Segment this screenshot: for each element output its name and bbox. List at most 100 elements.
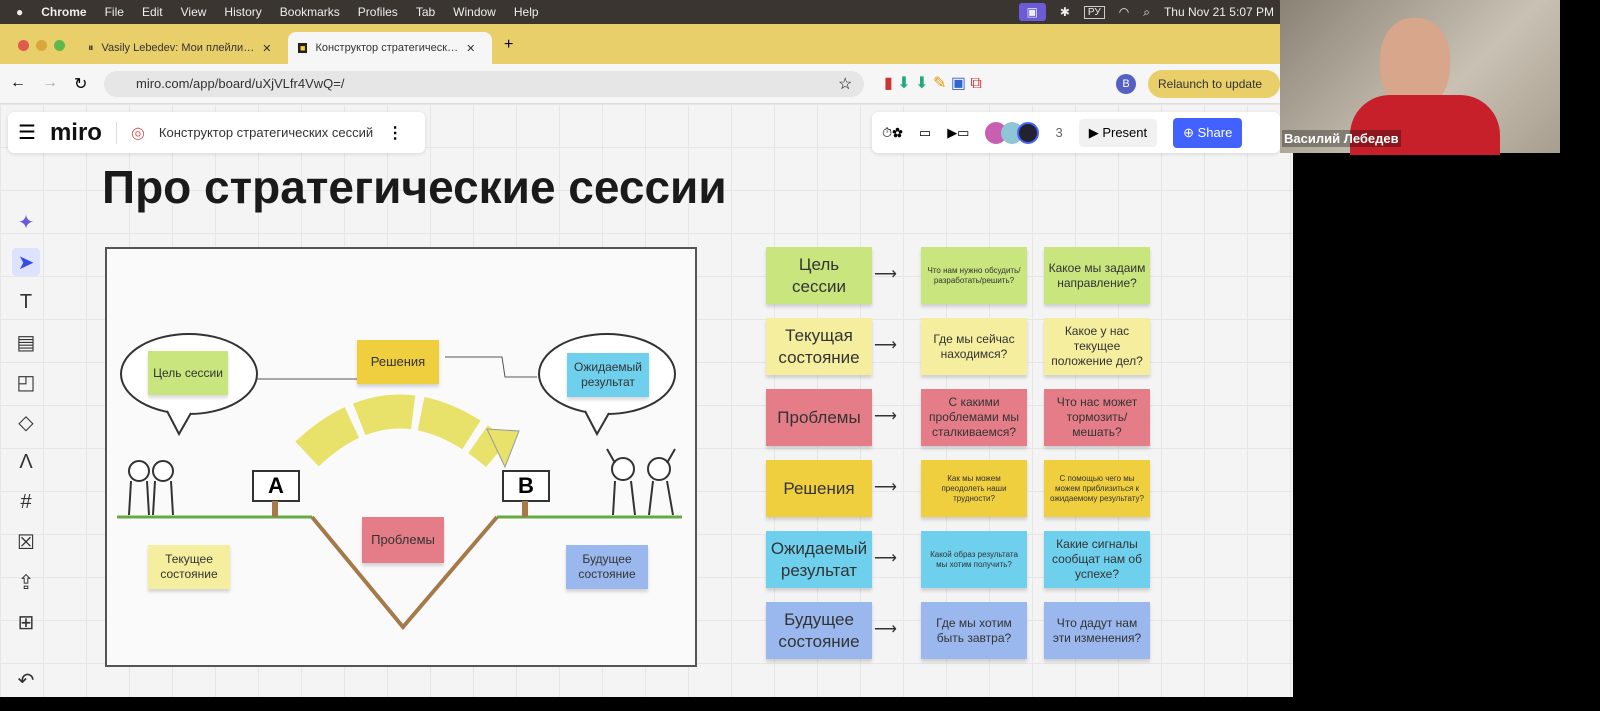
extensions-icon[interactable]: ▮ ⬇ ⬇ ✎ ▣ ⧉ xyxy=(884,75,982,92)
comment-icon[interactable]: ▭ xyxy=(918,124,932,140)
minimize-window-button[interactable] xyxy=(36,40,47,51)
menu-icon[interactable]: ☰ xyxy=(18,122,36,144)
row-label-sticky[interactable]: Текущая состояние xyxy=(766,318,872,375)
left-toolbar: ✦ ➤ T ▤ ◰ ◇ Λ # ☒ ⇪ ⊞ ↶ xyxy=(6,200,46,697)
ai-sparkle-icon[interactable]: ✦ xyxy=(17,211,35,234)
maximize-window-button[interactable] xyxy=(54,40,65,51)
strategy-diagram[interactable]: A B Цель сессии Решения Ожидаемый резуль… xyxy=(105,247,697,667)
slide-title: Про стратегические сессии xyxy=(102,161,727,213)
sticky-current[interactable]: Текущее состояние xyxy=(148,545,230,589)
sticky-goal[interactable]: Цель сессии xyxy=(148,351,228,395)
board-toolbar: ⏱✿ ▭ ▶▭ 3 ▶ Present ⊕ Share xyxy=(872,112,1280,153)
close-window-button[interactable] xyxy=(18,40,29,51)
undo-icon[interactable]: ↶ xyxy=(17,669,35,692)
input-language[interactable]: РУ xyxy=(1083,5,1105,19)
tab-youtube[interactable]: ⏸Vasily Lebedev: Мои плейли…✕ xyxy=(78,32,284,64)
people-left-icon xyxy=(128,460,174,516)
forward-icon[interactable]: → xyxy=(42,74,58,91)
question-sticky[interactable]: Какой образ результата мы хотим получить… xyxy=(921,531,1027,588)
menu-edit[interactable]: Edit xyxy=(141,5,163,19)
collaborators-avatars[interactable] xyxy=(985,121,1040,144)
share-button[interactable]: ⊕ Share xyxy=(1173,117,1243,148)
frame-tool-icon[interactable]: # xyxy=(20,490,32,513)
tab-bar: ⏸Vasily Lebedev: Мои плейли…✕ ■ Конструкт… xyxy=(0,24,1280,64)
relaunch-button[interactable]: Relaunch to update xyxy=(1148,70,1280,98)
question-sticky[interactable]: Где мы сейчас находимся? xyxy=(921,318,1027,375)
search-icon[interactable]: ⌕ xyxy=(1143,4,1150,19)
present-button[interactable]: ▶ Present xyxy=(1078,118,1158,147)
text-tool-icon[interactable]: T xyxy=(19,290,33,313)
more-icon[interactable]: ⋮ xyxy=(387,124,404,142)
question-sticky[interactable]: Что нам нужно обсудить/ разработать/реши… xyxy=(921,247,1027,304)
url-input[interactable]: miro.com/app/board/uXjVLfr4VwQ=/ xyxy=(104,71,864,97)
person-hoodie xyxy=(1350,95,1500,155)
row-label-sticky[interactable]: Решения xyxy=(766,460,872,517)
more-apps-icon[interactable]: ⊞ xyxy=(17,611,35,634)
address-bar-row: ← → ↻ miro.com/app/board/uXjVLfr4VwQ=/ ☆… xyxy=(0,64,1280,104)
row-label-sticky[interactable]: Цель сессии xyxy=(766,247,872,304)
clock[interactable]: Thu Nov 21 5:07 PM xyxy=(1163,5,1274,19)
menu-view[interactable]: View xyxy=(180,5,207,19)
bluetooth-icon[interactable]: ✱ xyxy=(1059,5,1070,19)
close-tab-icon[interactable]: ✕ xyxy=(262,42,272,55)
sticky-problems[interactable]: Проблемы xyxy=(362,517,444,563)
arrow-icon: ⟶ xyxy=(874,550,897,567)
miro-board-canvas[interactable]: ☰ miro ◎ Конструктор стратегических сесс… xyxy=(0,104,1293,697)
question-sticky[interactable]: Что нас может тормозить/ мешать? xyxy=(1044,389,1150,446)
template-tool-icon[interactable]: ▤ xyxy=(16,331,36,354)
row-label-sticky[interactable]: Будущее состояние xyxy=(766,602,872,659)
close-tab-icon[interactable]: ✕ xyxy=(466,42,476,55)
arrow-icon: ⟶ xyxy=(874,337,897,354)
menu-history[interactable]: History xyxy=(224,5,262,19)
collaborators-count[interactable]: 3 xyxy=(1055,125,1063,140)
apple-menu-icon[interactable]: ● xyxy=(16,5,24,19)
row-label-sticky[interactable]: Ожидаемый результат xyxy=(766,531,872,588)
pen-tool-icon[interactable]: Λ xyxy=(19,450,33,473)
question-sticky[interactable]: Как мы можем преодолеть наши трудности? xyxy=(921,460,1027,517)
question-sticky[interactable]: С какими проблемами мы сталкиваемся? xyxy=(921,389,1027,446)
profile-avatar[interactable]: B xyxy=(1116,74,1136,94)
upload-icon[interactable]: ⇪ xyxy=(17,571,35,594)
reload-icon[interactable]: ↻ xyxy=(74,76,88,93)
wifi-icon[interactable]: ◠ xyxy=(1118,5,1130,19)
question-sticky[interactable]: С помощью чего мы можем приблизиться к о… xyxy=(1044,460,1150,517)
reactions-icon[interactable]: ⏱✿ xyxy=(882,124,903,140)
sticky-note-icon[interactable]: ◰ xyxy=(16,371,36,394)
question-sticky[interactable]: Какие сигналы сообщат нам об успехе? xyxy=(1044,531,1150,588)
screen-share-icon[interactable]: ▣ xyxy=(1018,3,1046,21)
back-icon[interactable]: ← xyxy=(10,74,26,91)
board-name[interactable]: Конструктор стратегических сессий xyxy=(158,125,374,140)
person-silhouette xyxy=(1380,18,1450,108)
sticky-result[interactable]: Ожидаемый результат xyxy=(567,353,649,397)
board-icon: ◎ xyxy=(130,124,145,142)
video-icon[interactable]: ▶▭ xyxy=(947,124,970,140)
sticky-solutions[interactable]: Решения xyxy=(357,340,439,384)
arrow-icon: ⟶ xyxy=(874,408,897,425)
select-tool-icon[interactable]: ➤ xyxy=(12,248,40,276)
menu-chrome[interactable]: Chrome xyxy=(41,5,87,19)
menu-tab[interactable]: Tab xyxy=(415,5,436,19)
shapes-tool-icon[interactable]: ◇ xyxy=(18,411,34,434)
miro-logo[interactable]: miro xyxy=(49,118,102,146)
macos-menubar: ● Chrome File Edit View History Bookmark… xyxy=(0,0,1280,24)
menu-bookmarks[interactable]: Bookmarks xyxy=(279,5,340,19)
sign-b: B xyxy=(518,473,534,498)
menu-profiles[interactable]: Profiles xyxy=(357,5,398,19)
question-sticky[interactable]: Что дадут нам эти изменения? xyxy=(1044,602,1150,659)
miro-favicon-icon: ■ xyxy=(298,43,308,53)
tab-label: Конструктор стратегическ… xyxy=(315,42,459,54)
question-sticky[interactable]: Какое у нас текущее положение дел? xyxy=(1044,318,1150,375)
problem-valley xyxy=(310,515,499,631)
menu-window[interactable]: Window xyxy=(453,5,496,19)
people-happy-icon xyxy=(606,448,676,516)
question-sticky[interactable]: Где мы хотим быть завтра? xyxy=(921,602,1027,659)
new-tab-button[interactable]: + xyxy=(504,36,514,53)
menu-file[interactable]: File xyxy=(104,5,124,19)
question-sticky[interactable]: Какое мы задаим направление? xyxy=(1044,247,1150,304)
row-label-sticky[interactable]: Проблемы xyxy=(766,389,872,446)
menu-help[interactable]: Help xyxy=(513,5,539,19)
bookmark-star-icon[interactable]: ☆ xyxy=(838,76,853,93)
sticky-future[interactable]: Будущее состояние xyxy=(566,545,648,589)
comment-tool-icon[interactable]: ☒ xyxy=(17,531,35,554)
tab-miro[interactable]: ■ Конструктор стратегическ… ✕ xyxy=(288,32,492,64)
